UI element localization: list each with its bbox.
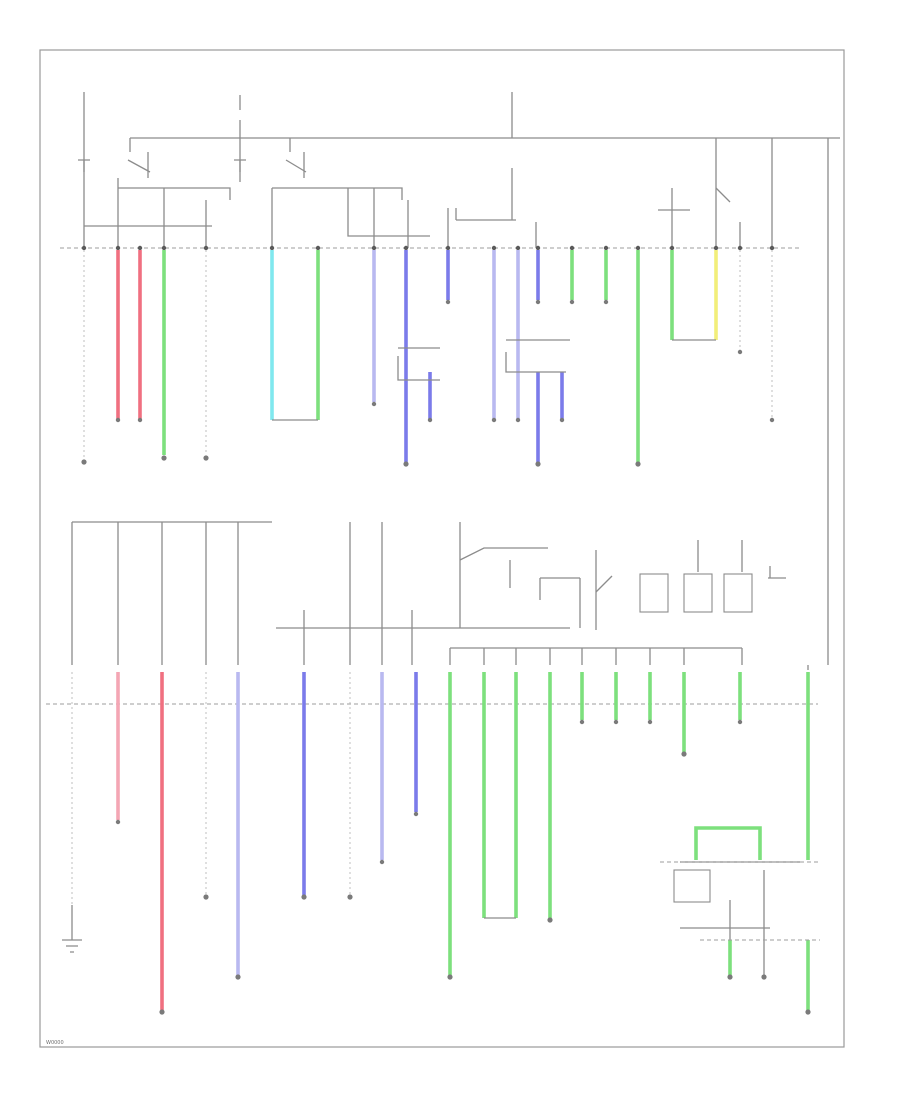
colored-wires-top — [116, 250, 718, 462]
top-power-feeds — [83, 92, 840, 665]
diagram-frame — [39, 49, 845, 1048]
wire-green-loop — [694, 826, 762, 860]
bottom-feeds — [71, 521, 809, 670]
thin-wires-top — [83, 250, 773, 462]
colored-wires-bottom — [116, 672, 810, 1010]
thin-wires-bottom — [71, 672, 820, 975]
ground-symbol — [62, 905, 82, 953]
relay-box-3 — [723, 573, 753, 613]
diagram-id-code: W0000 — [46, 1040, 64, 1046]
relay-stub — [768, 566, 786, 579]
terminals-top — [81, 299, 775, 467]
relay-switches-top — [78, 152, 741, 248]
relay-box-2 — [683, 573, 713, 613]
relay-box-4 — [673, 869, 711, 903]
relay-box-1 — [639, 573, 669, 613]
relay-boxes-bottom — [639, 566, 786, 903]
terminals-bottom — [115, 719, 811, 1015]
connector-pins-top — [81, 245, 775, 251]
